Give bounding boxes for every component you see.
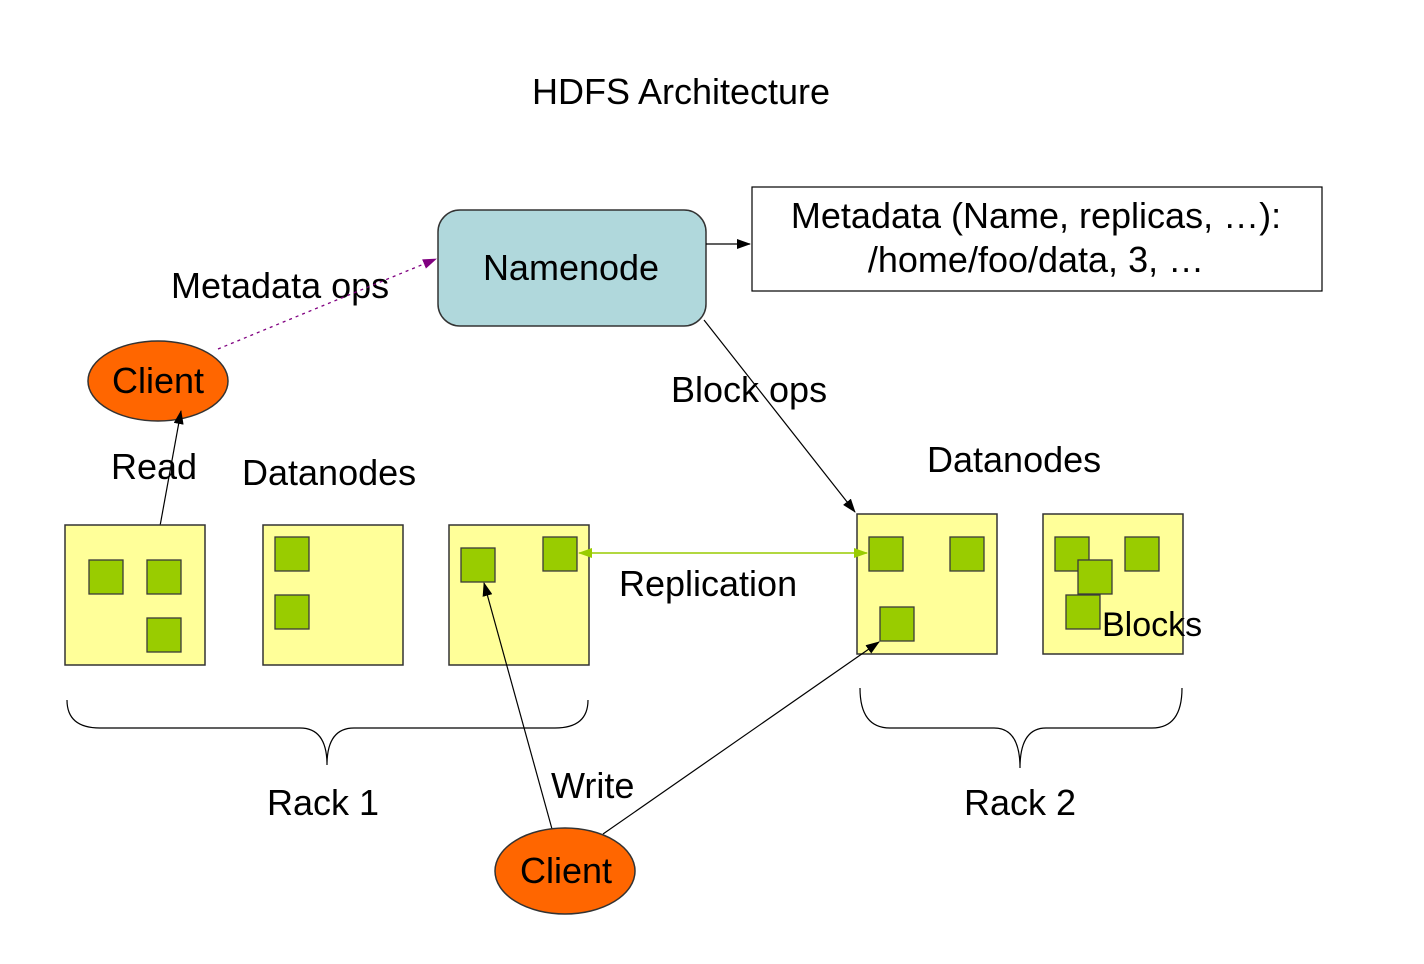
client-reader-label: Client bbox=[112, 360, 204, 401]
client-reader: Client bbox=[87, 340, 229, 422]
namenode-shape bbox=[437, 209, 707, 327]
datanode-box bbox=[64, 524, 206, 666]
read-label: Read bbox=[111, 446, 197, 487]
datanode-rack1-1 bbox=[64, 524, 206, 666]
client-writer: Client bbox=[494, 827, 636, 915]
datanodes-rack2-label: Datanodes bbox=[927, 439, 1101, 480]
rack2-brace bbox=[859, 687, 1183, 769]
block-ops-label: Block ops bbox=[671, 369, 827, 410]
datanode-rack2-2 bbox=[1042, 513, 1184, 655]
blocks-label: Blocks bbox=[1102, 606, 1202, 644]
metadata-box: Metadata (Name, replicas, …): /home/foo/… bbox=[751, 186, 1323, 292]
write-label: Write bbox=[551, 765, 634, 806]
block bbox=[1077, 559, 1113, 595]
client-reader-shape bbox=[87, 340, 229, 422]
block bbox=[146, 559, 182, 595]
client-writer-label: Client bbox=[520, 850, 612, 891]
metadata-line-2: /home/foo/data, 3, … bbox=[868, 239, 1204, 280]
block bbox=[1065, 594, 1101, 630]
block bbox=[868, 536, 904, 572]
block bbox=[879, 606, 915, 642]
datanode-rack1-3 bbox=[448, 524, 590, 666]
rack1-brace bbox=[66, 699, 589, 766]
client-writer-shape bbox=[494, 827, 636, 915]
block bbox=[949, 536, 985, 572]
write-arrow-rack2 bbox=[602, 641, 880, 835]
metadata-box-frame bbox=[751, 186, 1323, 292]
datanode-box bbox=[856, 513, 998, 655]
metadata-ops-label: Metadata ops bbox=[171, 265, 389, 306]
block bbox=[274, 594, 310, 630]
namenode: Namenode bbox=[437, 209, 707, 327]
block bbox=[1124, 536, 1160, 572]
block-ops-arrow bbox=[703, 319, 856, 513]
block bbox=[88, 559, 124, 595]
diagram-title: HDFS Architecture bbox=[532, 71, 830, 112]
replication-label: Replication bbox=[619, 563, 797, 604]
datanode-rack1-2 bbox=[262, 524, 404, 666]
datanode-rack2-1 bbox=[856, 513, 998, 655]
block bbox=[542, 536, 578, 572]
block bbox=[274, 536, 310, 572]
metadata-ops-arrow bbox=[217, 258, 437, 350]
block bbox=[146, 617, 182, 653]
rack2-label: Rack 2 bbox=[964, 782, 1076, 823]
metadata-line-1: Metadata (Name, replicas, …): bbox=[791, 195, 1281, 236]
read-arrow bbox=[157, 410, 184, 538]
datanodes-rack1-label: Datanodes bbox=[242, 452, 416, 493]
namenode-label: Namenode bbox=[483, 247, 659, 288]
write-arrow-rack1 bbox=[482, 582, 553, 830]
block bbox=[460, 547, 496, 583]
rack1-label: Rack 1 bbox=[267, 782, 379, 823]
